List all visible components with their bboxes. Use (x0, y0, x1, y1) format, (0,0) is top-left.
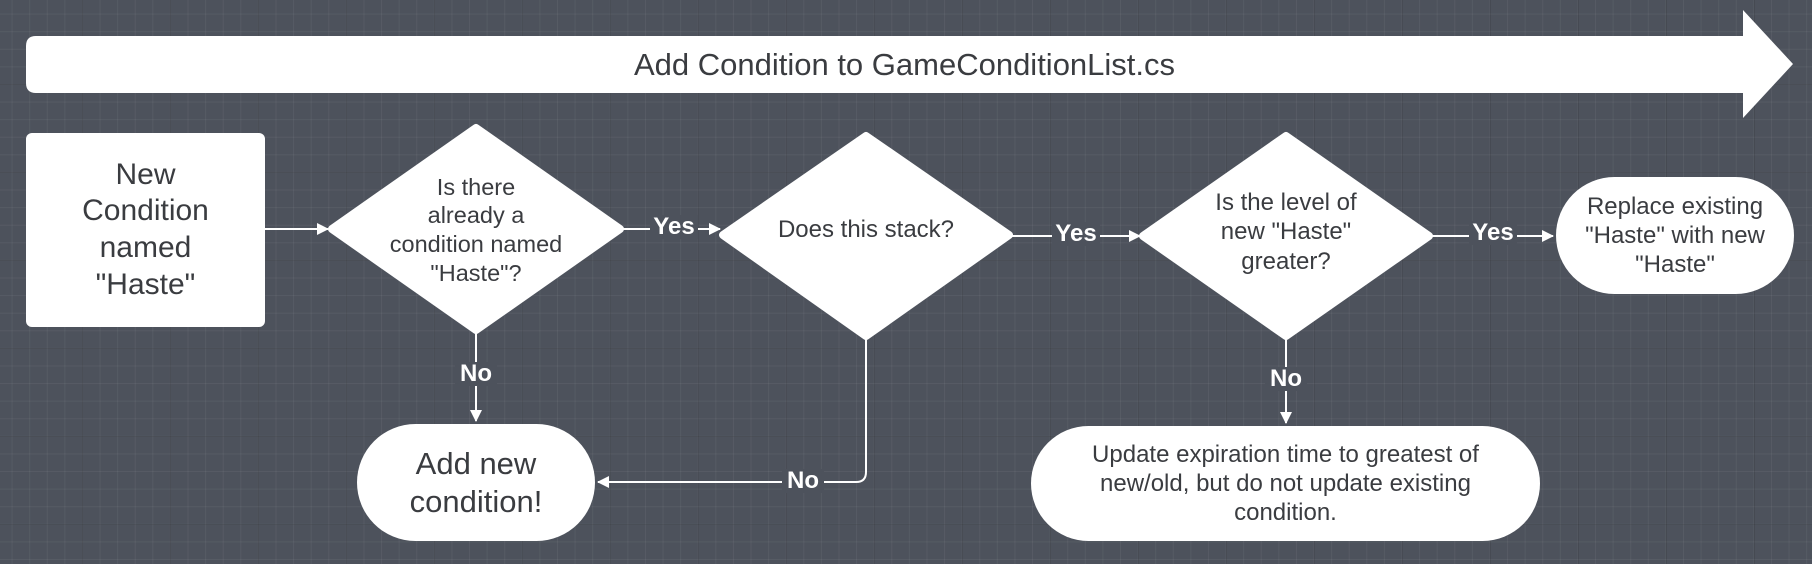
update-node-line: condition. (1234, 499, 1337, 527)
start-node: New Condition named "Haste" (26, 133, 265, 327)
replace-node-line: "Haste" with new (1585, 221, 1765, 249)
update-node-shape (1031, 426, 1540, 541)
decision-level: Is the level of new "Haste" greater? (1161, 182, 1411, 282)
decision-level-line: Is the level of (1215, 189, 1357, 217)
decision-exists-line: Is there (436, 173, 516, 200)
start-node-shape (26, 133, 265, 327)
decision-level-line: new "Haste" (1220, 218, 1352, 246)
edge-label-yes-level: Yes (1469, 221, 1517, 245)
start-node-line: named (99, 231, 192, 264)
edge-label-yes-stack: Yes (1052, 222, 1100, 246)
replace-node-line: Replace existing (1586, 192, 1764, 220)
replace-node-line: "Haste" (1635, 251, 1715, 279)
banner-title-text: Add Condition to GameConditionList.cs (633, 46, 1176, 82)
add-new-node-line: Add new (415, 445, 537, 481)
start-node-line: New (115, 157, 176, 191)
decision-exists-line: already a (427, 202, 525, 229)
add-new-node: Add new condition! (357, 424, 595, 541)
decision-level-line: greater? (1241, 247, 1331, 275)
banner-title: Add Condition to GameConditionList.cs (36, 36, 1773, 93)
add-new-node-line: condition! (409, 483, 543, 519)
decision-exists: Is there already a condition named "Hast… (346, 150, 606, 310)
connector-stack-to-add (597, 336, 867, 488)
decision-exists-line: "Haste"? (430, 259, 522, 286)
edge-label-yes-exists: Yes (650, 215, 698, 239)
start-node-line: "Haste" (95, 267, 196, 301)
update-node-line: new/old, but do not update existing (1100, 469, 1471, 497)
replace-node-shape (1556, 177, 1794, 294)
edge-label-no-stack: No (782, 469, 824, 493)
update-node-line: Update expiration time to greatest of (1092, 440, 1479, 468)
edge-label-no-exists: No (455, 362, 497, 386)
decision-stack-line: Does this stack? (777, 216, 955, 244)
decision-exists-line: condition named (389, 231, 563, 257)
banner-arrow-shape (26, 10, 1793, 118)
update-node: Update expiration time to greatest of ne… (1031, 426, 1540, 541)
add-new-node-shape (357, 424, 595, 541)
replace-node: Replace existing "Haste" with new "Haste… (1556, 177, 1794, 294)
start-node-line: Condition (82, 194, 209, 228)
edge-label-no-level: No (1265, 367, 1307, 391)
decision-stack: Does this stack? (740, 205, 992, 255)
